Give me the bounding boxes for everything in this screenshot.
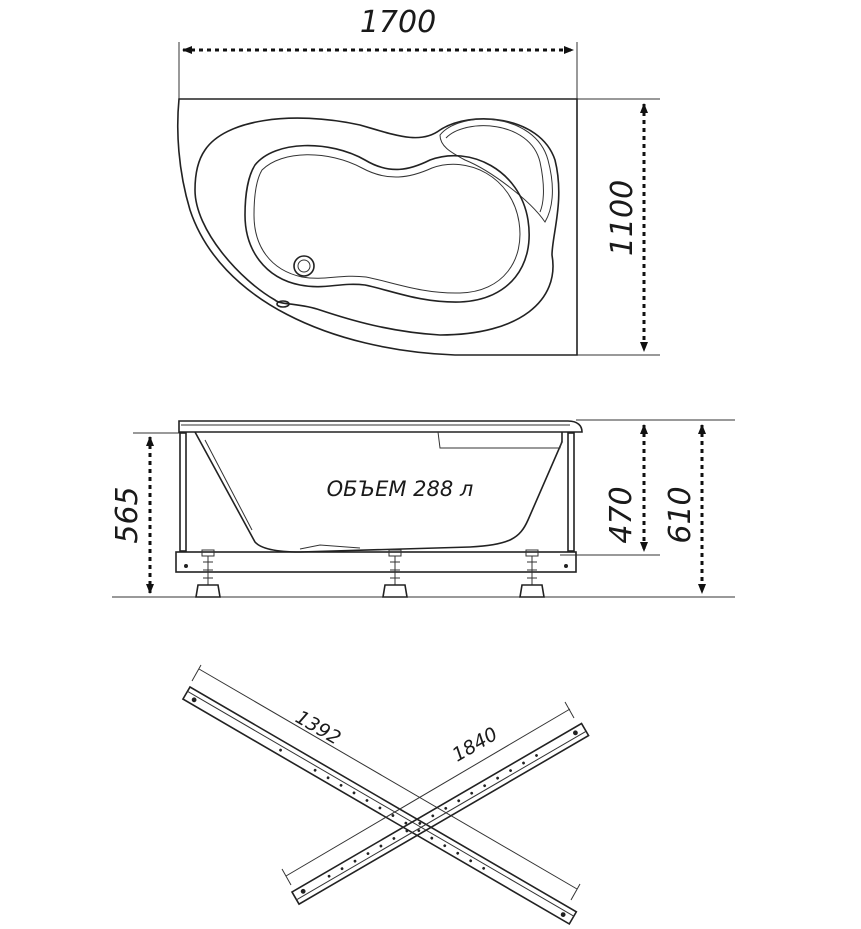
side-view: ОБЪЕМ 288 л 565 470 610	[110, 419, 735, 598]
tub-side-rim	[178, 420, 583, 433]
beam-a-label: 1392	[292, 706, 345, 749]
right-support-post	[567, 432, 575, 552]
height-right-label: 610	[663, 486, 698, 543]
dimension-length: 1700	[178, 5, 578, 100]
tub-outer-rim	[176, 98, 578, 356]
beam-b-label: 1840	[449, 723, 502, 766]
left-support-post	[179, 432, 187, 552]
length-label: 1700	[360, 5, 436, 40]
frame-view: 1392 1840	[181, 664, 590, 926]
overflow-icon	[276, 300, 290, 308]
dimension-depth: 470	[604, 424, 648, 552]
tub-headrest	[439, 118, 553, 223]
height-left-label: 565	[110, 486, 145, 543]
width-label: 1100	[605, 180, 640, 256]
depth-label: 470	[604, 486, 639, 543]
tub-basin	[244, 144, 530, 303]
tub-deck-contour	[194, 117, 560, 336]
frame-beam-b	[290, 722, 590, 906]
leg-middle	[382, 549, 408, 598]
base-frame	[175, 551, 577, 573]
volume-label: ОБЪЕМ 288 л	[327, 477, 474, 501]
dimension-height-right: 610	[663, 424, 706, 594]
tub-side-body	[194, 431, 563, 553]
dimension-height-left: 565	[110, 436, 154, 594]
dimension-width: 1100	[577, 98, 660, 356]
drain-icon	[293, 255, 315, 277]
top-view: 1700 1100	[176, 5, 660, 356]
leg-left	[195, 549, 221, 598]
leg-right	[519, 549, 545, 598]
frame-beam-a	[181, 685, 578, 926]
